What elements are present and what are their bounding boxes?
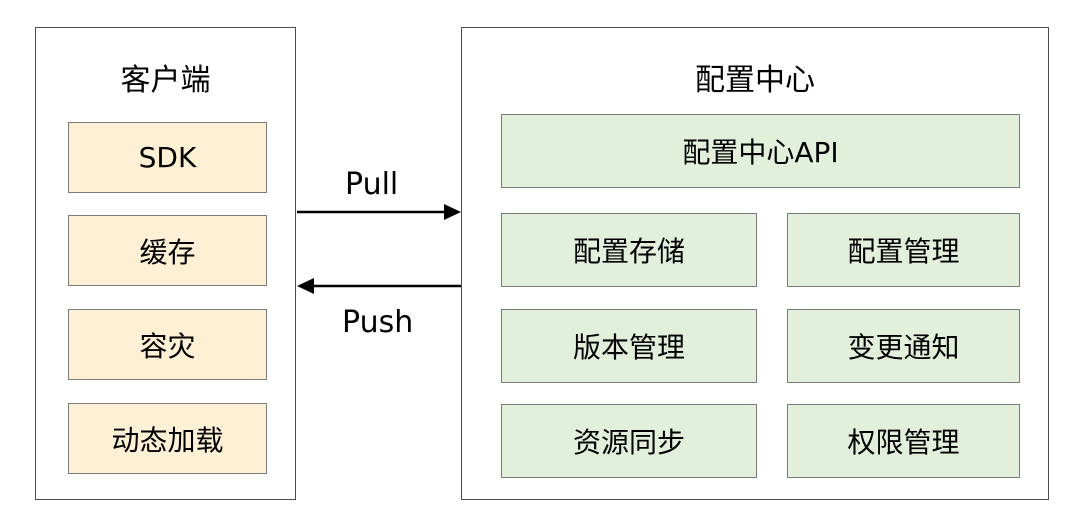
- config-center-api-box: 配置中心API: [501, 114, 1020, 188]
- push-arrow: [297, 278, 461, 294]
- client-title: 客户端: [120, 63, 211, 98]
- client-item-dynamic-loading: 动态加载: [68, 403, 267, 474]
- module-config-storage: 配置存储: [501, 213, 757, 287]
- module-change-notification: 变更通知: [787, 309, 1020, 383]
- module-resource-sync: 资源同步: [501, 404, 757, 478]
- client-item-cache: 缓存: [68, 215, 267, 286]
- pull-arrow: [297, 204, 461, 220]
- config-center-title: 配置中心: [695, 63, 815, 98]
- client-item-sdk: SDK: [68, 122, 267, 193]
- module-config-management: 配置管理: [787, 213, 1020, 287]
- pull-label: Pull: [345, 167, 399, 202]
- push-label: Push: [342, 305, 414, 340]
- module-permission-management: 权限管理: [787, 404, 1020, 478]
- client-item-disaster-recovery: 容灾: [68, 309, 267, 380]
- module-version-management: 版本管理: [501, 309, 757, 383]
